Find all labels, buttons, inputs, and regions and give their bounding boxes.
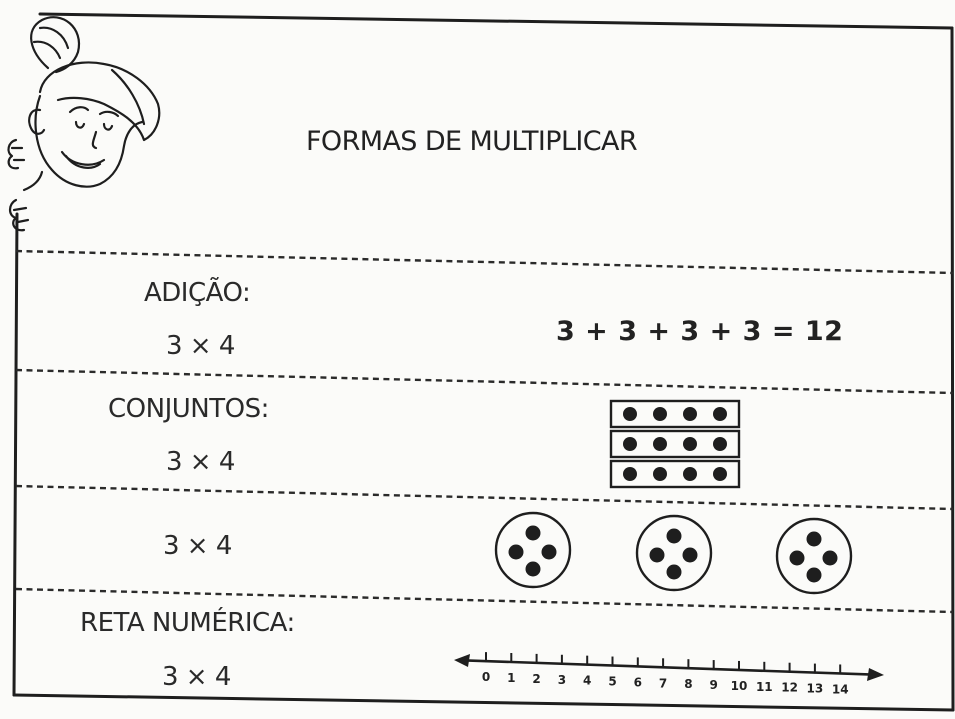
set-groups [609, 399, 741, 489]
adicao-expression: 3 × 4 [166, 331, 235, 361]
set-box [609, 399, 741, 429]
number-line-tick-label: 13 [807, 682, 824, 696]
number-line-tick-label: 7 [659, 676, 667, 690]
number-line-tick-label: 6 [634, 675, 642, 689]
circle-dot [508, 544, 524, 560]
set-dot [653, 467, 667, 481]
set-dot [713, 407, 727, 421]
page-title: FORMAS DE MULTIPLICAR [306, 126, 638, 157]
section-dividers [15, 249, 954, 614]
circle-dot [649, 547, 665, 563]
conjuntos-expression: 3 × 4 [166, 447, 235, 477]
group-circle [775, 517, 853, 595]
circle-dot [666, 564, 682, 580]
girl-illustration [7, 16, 161, 232]
divider-adicao [15, 368, 954, 395]
number-line-tick-label: 5 [608, 675, 616, 689]
set-dot [623, 407, 637, 421]
number-line-tick-label: 14 [832, 682, 849, 696]
number-line-tick-label: 4 [583, 674, 591, 688]
reta-numerica-label: RETA NUMÉRICA: [80, 608, 295, 638]
circle-dot [806, 531, 822, 547]
circle-dot [666, 528, 682, 544]
circle-dot [789, 550, 805, 566]
conjuntos-label: CONJUNTOS: [108, 394, 269, 424]
number-line-tick-label: 1 [507, 671, 515, 685]
adicao-label: ADIÇÃO: [144, 278, 251, 308]
set-dot [683, 467, 697, 481]
number-line-tick-label: 2 [532, 672, 540, 686]
set-dot [623, 467, 637, 481]
set-dot [623, 437, 637, 451]
number-line-arrow-right [867, 668, 884, 681]
set-dot [653, 407, 667, 421]
number-line-axis [461, 658, 877, 677]
divider-title [15, 249, 954, 275]
number-line-tick-label: 9 [710, 678, 718, 692]
number-line-tick-label: 0 [482, 670, 490, 684]
divider-circulos [15, 587, 954, 614]
set-box [609, 429, 741, 459]
set-dot [713, 437, 727, 451]
set-dot [653, 437, 667, 451]
group-circle [494, 511, 572, 589]
circulos-expression: 3 × 4 [163, 531, 232, 561]
circle-dot [682, 547, 698, 563]
circle-dot [541, 544, 557, 560]
border [12, 12, 955, 712]
number-line-tick-label: 11 [756, 680, 773, 694]
number-line-arrow-left [454, 654, 470, 667]
reta-numerica-expression: 3 × 4 [162, 662, 231, 692]
set-dot [713, 467, 727, 481]
addition-equation: 3 + 3 + 3 + 3 = 12 [556, 316, 844, 347]
number-line-tick-label: 12 [781, 681, 798, 695]
number-line-tick-label: 3 [558, 673, 566, 687]
divider-conjuntos [15, 484, 954, 511]
set-box [609, 459, 741, 489]
circle-dot [822, 550, 838, 566]
circle-dot [525, 561, 541, 577]
circle-dot [525, 525, 541, 541]
group-circle [635, 514, 713, 592]
number-line-tick-label: 10 [731, 679, 748, 693]
circle-groups [494, 511, 853, 595]
circle-dot [806, 567, 822, 583]
set-dot [683, 437, 697, 451]
set-dot [683, 407, 697, 421]
number-line-tick-label: 8 [684, 677, 692, 691]
